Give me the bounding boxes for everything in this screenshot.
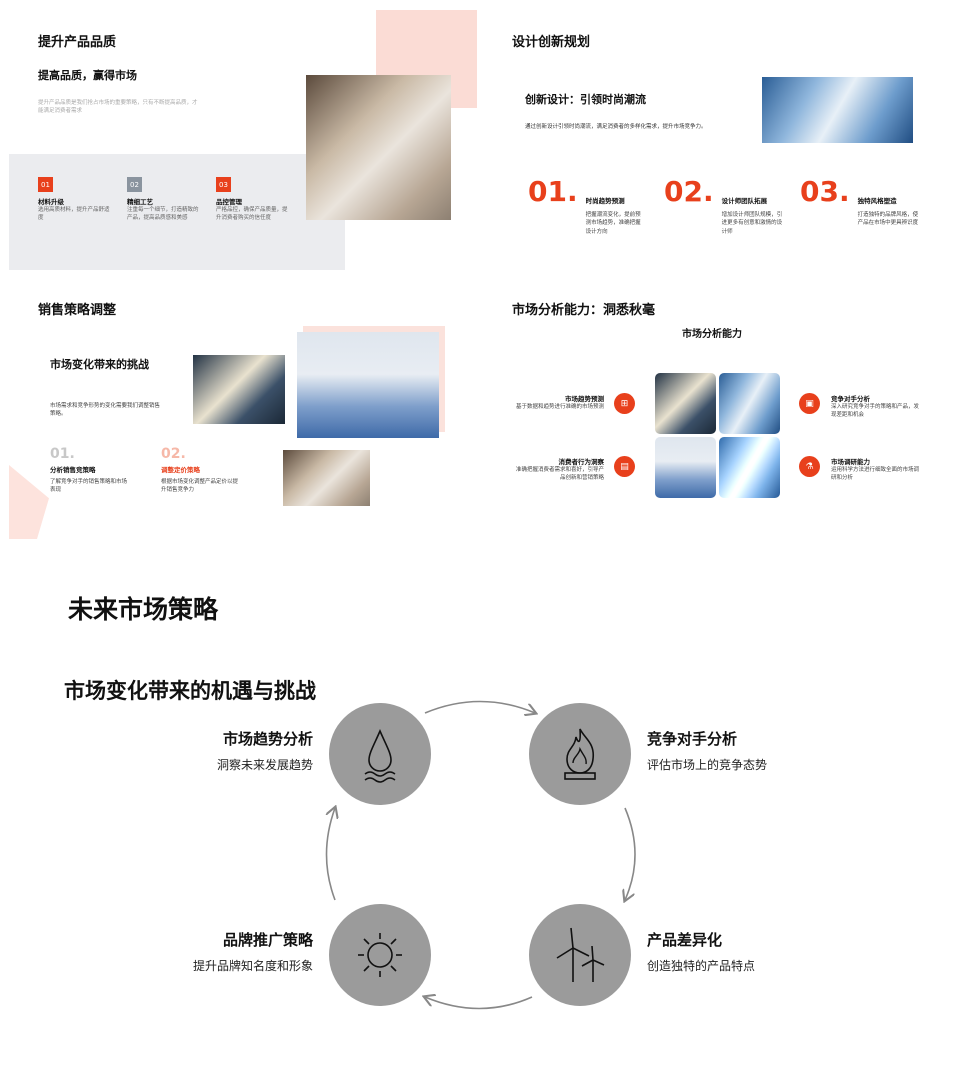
item-desc: 严格品控，确保产品质量，提升消费者购买的信任度 — [216, 207, 288, 222]
capability-item: 竞争对手分析深入研究竞争对手的策略和产品，发现差距和机会 — [831, 393, 923, 420]
handshake-photo — [306, 75, 451, 220]
slide-subtitle: 市场变化带来的挑战 — [50, 358, 149, 371]
item-title: 竞争对手分析 — [831, 395, 870, 403]
item-number: 01. — [50, 446, 75, 462]
item-title: 市场趋势预测 — [565, 395, 604, 403]
item-number: 02. — [161, 446, 186, 462]
item-number: 01 — [38, 177, 53, 192]
item-title: 时尚趋势预测 — [585, 197, 625, 205]
capability-item: 市场调研能力运用科学方法进行细致全面的市场调研和分析 — [831, 456, 923, 483]
slide-subtitle: 提高品质，赢得市场 — [38, 69, 137, 82]
slide-title: 市场分析能力：洞悉秋毫 — [512, 303, 656, 318]
item-card: 03. 独特风格塑造打造独特的品牌风格，使产品在市场中更具辨识度 — [800, 175, 920, 228]
item-number: 03. — [800, 175, 850, 208]
glass-building-photo — [762, 77, 913, 143]
item-desc: 了解竞争对手的销售策略和市场表现 — [50, 479, 128, 494]
building-photo — [719, 437, 780, 498]
item-title: 产品差异化 — [647, 931, 723, 949]
arrow — [424, 700, 535, 714]
item-number: 03 — [216, 177, 231, 192]
capability-item: 消费者行为洞察准确把握消费者需求和喜好，引导产品创新和营销策略 — [512, 456, 604, 483]
slide-subtitle: 市场变化带来的机遇与挑战 — [64, 679, 316, 703]
item-desc: 准确把握消费者需求和喜好，引导产品创新和营销策略 — [515, 467, 604, 482]
item-card: 02. 调整定价策略 根据市场变化调整产品定价以提升销售竞争力 — [161, 446, 241, 495]
item-desc: 打造独特的品牌风格，使产品在市场中更具辨识度 — [857, 212, 919, 227]
item-desc: 注重每一个细节，打造精致的产品，提高品质感和美感 — [127, 207, 199, 222]
item-title: 消费者行为洞察 — [558, 458, 605, 466]
item-desc: 把握潮流变化，提前预测市场趋势，准确把握设计方向 — [585, 212, 641, 235]
capability-item: 市场趋势预测基于数据和趋势进行准确的市场预测 — [512, 393, 604, 411]
item-desc: 选用高质材料，提升产品舒适度 — [38, 207, 110, 222]
slide-title: 未来市场策略 — [68, 595, 219, 624]
item-title: 材料升级 — [38, 198, 64, 206]
item-title: 市场趋势分析 — [222, 730, 313, 748]
tower-photo — [297, 332, 439, 438]
item-desc: 基于数据和趋势进行准确的市场预测 — [515, 404, 604, 410]
slide-desc: 提升产品品质是我们抢占市场的重要策略，只有不断提高品质，才能满足消费者需求 — [38, 100, 198, 115]
document-icon: ▤ — [614, 456, 635, 477]
item-number: 01. — [528, 175, 578, 208]
slide-desc: 通过创新设计引领时尚潮流，满足消费者的多样化需求，提升市场竞争力。 — [525, 124, 707, 130]
item-desc: 洞察未来发展趋势 — [216, 758, 313, 772]
item-card: 01 材料升级 选用高质材料，提升产品舒适度 — [38, 177, 113, 223]
handshake-photo — [283, 450, 370, 506]
water-drop-icon — [329, 703, 431, 805]
image-icon: ▣ — [799, 393, 820, 414]
item-card: 03 品控管理 严格品控，确保产品质量，提升消费者购买的信任度 — [216, 177, 291, 223]
slide-title: 提升产品品质 — [38, 35, 117, 50]
item-desc: 创造独特的产品特点 — [647, 959, 756, 973]
item-desc: 深入研究竞争对手的策略和产品，发现差距和机会 — [831, 404, 920, 419]
item-number: 02 — [127, 177, 142, 192]
item-number: 02. — [664, 175, 714, 208]
item-title: 市场调研能力 — [831, 458, 870, 466]
item-desc: 根据市场变化调整产品定价以提升销售竞争力 — [161, 479, 239, 494]
item-title: 精细工艺 — [127, 198, 153, 206]
flask-icon: ⚗ — [799, 456, 820, 477]
gray-panel — [9, 154, 345, 270]
skyscraper-photo — [193, 355, 285, 424]
building-photo — [655, 373, 716, 434]
item-card: 02. 设计师团队拓展增加设计师团队规模，引进更多有创意和激情的设计师 — [664, 175, 784, 236]
slide-title: 销售策略调整 — [38, 303, 117, 318]
flame-icon — [529, 703, 631, 805]
sun-icon — [329, 904, 431, 1006]
item-title: 设计师团队拓展 — [721, 197, 768, 205]
item-title: 调整定价策略 — [161, 466, 200, 474]
building-photo — [719, 373, 780, 434]
arrow — [625, 807, 636, 900]
item-desc: 提升品牌知名度和形象 — [192, 959, 313, 973]
wind-turbine-icon — [529, 904, 631, 1006]
slide-title: 设计创新规划 — [512, 35, 591, 50]
item-card: 01. 分析销售竞策略 了解竞争对手的销售策略和市场表现 — [50, 446, 130, 495]
item-title: 品牌推广策略 — [222, 931, 313, 949]
item-desc: 运用科学方法进行细致全面的市场调研和分析 — [831, 467, 920, 482]
sitemap-icon: ⊞ — [614, 393, 635, 414]
slide-subtitle: 市场分析能力 — [682, 329, 742, 340]
item-card: 02 精细工艺 注重每一个细节，打造精致的产品，提高品质感和美感 — [127, 177, 202, 223]
slide-subtitle: 创新设计：引领时尚潮流 — [525, 93, 646, 106]
arrow — [325, 808, 336, 901]
item-title: 分析销售竞策略 — [50, 466, 96, 474]
item-desc: 评估市场上的竞争态势 — [647, 758, 768, 772]
item-title: 竞争对手分析 — [647, 730, 738, 748]
item-title: 品控管理 — [216, 198, 242, 206]
building-photo — [655, 437, 716, 498]
arrow — [425, 997, 533, 1010]
item-title: 独特风格塑造 — [857, 197, 897, 205]
item-card: 01. 时尚趋势预测把握潮流变化，提前预测市场趋势，准确把握设计方向 — [528, 175, 646, 236]
item-desc: 增加设计师团队规模，引进更多有创意和激情的设计师 — [721, 212, 783, 235]
slide-desc: 市场需求和竞争形势的变化需要我们调整销售策略。 — [50, 403, 161, 418]
